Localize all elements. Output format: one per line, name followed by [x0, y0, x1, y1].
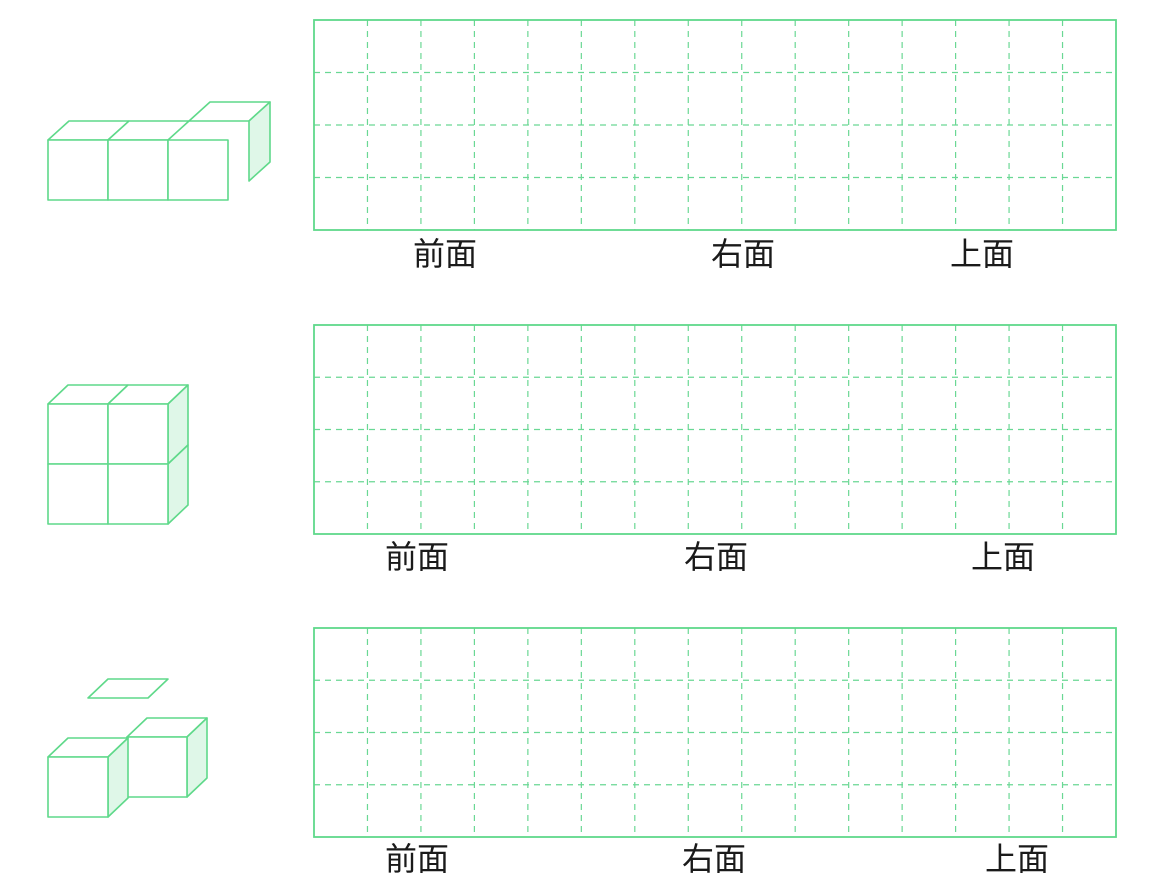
cube-front-face [47, 756, 109, 818]
cube-front-face [126, 736, 188, 798]
cube-front-face [107, 463, 169, 525]
solid-figure-3 [47, 678, 208, 818]
label-right-1: 右面 [711, 235, 776, 273]
answer-grid-3 [313, 627, 1117, 838]
grid-border [313, 324, 1117, 535]
cube-side-face [248, 101, 271, 182]
label-top-3: 上面 [985, 840, 1050, 878]
cube-front-face [107, 139, 169, 201]
cube-front-face [47, 403, 109, 465]
label-right-3: 右面 [682, 840, 747, 878]
cube-front-face [47, 463, 109, 525]
answer-grid-2 [313, 324, 1117, 535]
label-right-2: 右面 [684, 538, 749, 576]
cube-front-face [167, 139, 229, 201]
label-front-1: 前面 [413, 235, 478, 273]
grid-border [313, 627, 1117, 838]
solid-figure-1 [47, 101, 271, 201]
label-top-2: 上面 [971, 538, 1036, 576]
cube-front-face [107, 403, 169, 465]
answer-grid-1 [313, 19, 1117, 231]
label-top-1: 上面 [950, 235, 1015, 273]
cube-front-face [47, 139, 109, 201]
cube-top-face [87, 678, 169, 699]
label-front-3: 前面 [385, 840, 450, 878]
solid-figure-2 [47, 384, 189, 525]
label-front-2: 前面 [385, 538, 450, 576]
grid-border [313, 19, 1117, 231]
